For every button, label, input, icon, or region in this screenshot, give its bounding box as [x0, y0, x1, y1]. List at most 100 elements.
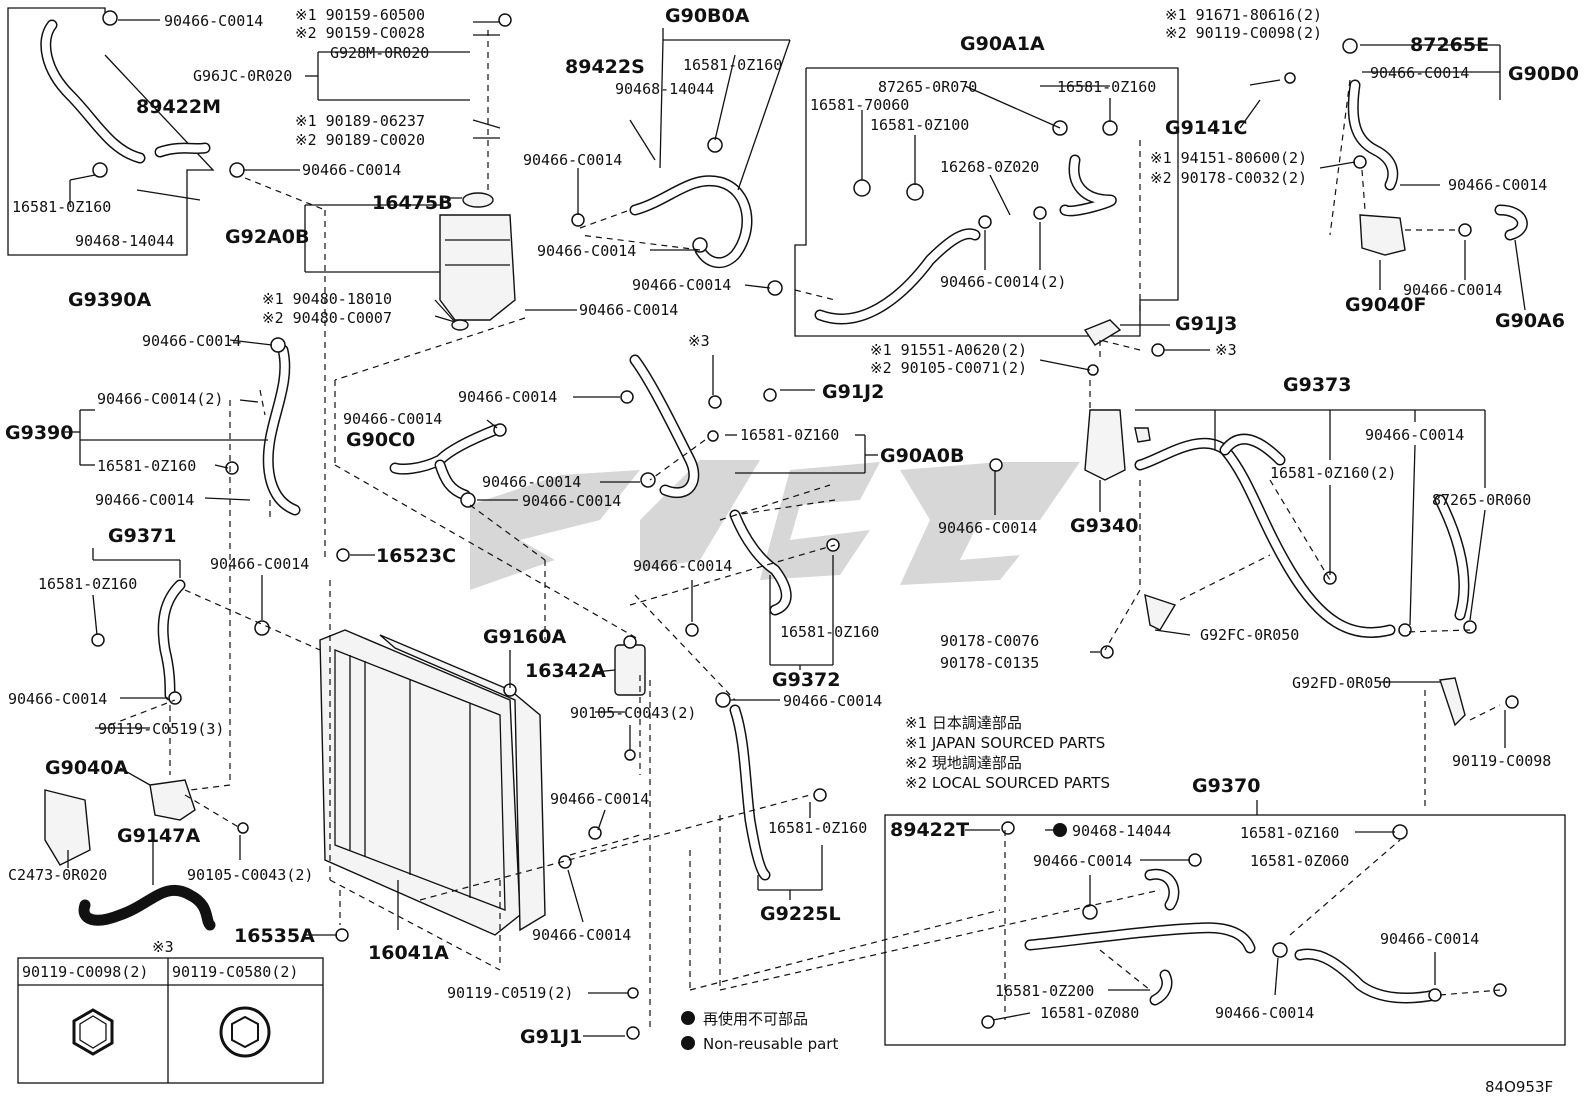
label-89422t: 89422T [890, 819, 969, 841]
label-16581-0z160-b: 16581-0Z160 [683, 56, 782, 74]
label-90468-14044-b: 90468-14044 [615, 80, 714, 98]
label-g9147a: G9147A [117, 825, 200, 847]
pump-g9040a [44, 779, 196, 866]
label-g9390a: G9390A [68, 289, 151, 311]
group-box-g9370 [884, 814, 1566, 1046]
label-16581-0z160-d: 16581-0Z160 [97, 457, 196, 475]
label-16581-0z200: 16581-0Z200 [995, 982, 1094, 1000]
label-90466-c0014-z: 90466-C0014 [1215, 1004, 1314, 1022]
label-90466-c0014-d: 90466-C0014 [523, 151, 622, 169]
label-90466-c0014-c: 90466-C0014 [579, 301, 678, 319]
label-90466-c0014-g: 90466-C0014 [1370, 64, 1469, 82]
label-90105-c0043-2-b: 90105-C0043(2) [187, 866, 313, 884]
leader-lines [65, 19, 1526, 1037]
label-90468-14044-a: 90468-14044 [75, 232, 174, 250]
label-g928m-0r020: G928M-0R020 [330, 44, 429, 62]
label-g9373: G9373 [1283, 374, 1351, 396]
label-90178-c0076: 90178-C0076 [940, 632, 1039, 650]
label-c2473-0r020: C2473-0R020 [8, 866, 107, 884]
bolt-table-marker: ※3 [152, 938, 174, 956]
label-90119-c0519-3: 90119-C0519(3) [98, 720, 224, 738]
label-90466-c0014-l: 90466-C0014 [458, 388, 557, 406]
part-labels: 90466-C0014 89422M 16581-0Z160 90468-140… [5, 5, 1579, 1048]
label-16581-0z080: 16581-0Z080 [1040, 1004, 1139, 1022]
label-90466-c0014-f: 90466-C0014 [632, 276, 731, 294]
label-90466-c0014-b: 90466-C0014 [302, 161, 401, 179]
label-90466-c0014-y: 90466-C0014 [1380, 930, 1479, 948]
bolt-table-content: ※3 90119-C0098(2) 90119-C0580(2) [22, 938, 298, 1058]
bracket-g92fd [1439, 677, 1466, 727]
label-90466-c0014-j: 90466-C0014 [142, 332, 241, 350]
label-90466-c0014-2-a: 90466-C0014(2) [940, 273, 1066, 291]
diagram-code: 84O953F [1485, 1078, 1553, 1096]
label-g90b0a: G90B0A [665, 5, 750, 27]
label-91671-80616: ※1 91671-80616(2) [1165, 6, 1322, 24]
nonreusable-dot-icon [1053, 823, 1067, 837]
label-16581-0z160-i: 16581-0Z160 [1240, 824, 1339, 842]
note-2-en: ※2 LOCAL SOURCED PARTS [905, 774, 1110, 792]
label-87265-0r060: 87265-0R060 [1432, 491, 1531, 509]
bolt-table [17, 957, 324, 1084]
label-16523c: 16523C [376, 545, 456, 567]
label-g96jc-0r020: G96JC-0R020 [193, 67, 292, 85]
label-16475b: 16475B [372, 192, 453, 214]
label-90466-c0014-h: 90466-C0014 [1448, 176, 1547, 194]
label-note3-a: ※3 [1215, 341, 1237, 359]
label-90466-c0014-w: 90466-C0014 [1033, 852, 1132, 870]
label-16581-0z160-a: 16581-0Z160 [12, 198, 111, 216]
label-g90a0b: G90A0B [880, 445, 964, 467]
notes: ※1 日本調達部品 ※1 JAPAN SOURCED PARTS ※2 現地調達… [681, 714, 1553, 1096]
label-g90c0: G90C0 [346, 429, 415, 451]
label-90466-c0014-2-b: 90466-C0014(2) [97, 390, 223, 408]
label-91551-a0620: ※1 91551-A0620(2) [870, 341, 1027, 359]
pump-g9040f [1359, 214, 1406, 256]
label-87265-0r070: 87265-0R070 [878, 78, 977, 96]
label-90480-c0007: ※2 90480-C0007 [262, 309, 392, 327]
label-16342a: 16342A [525, 660, 606, 682]
reservoir-tank [439, 192, 516, 331]
label-g92fd-0r050: G92FD-0R050 [1292, 674, 1391, 692]
label-90480-18010: ※1 90480-18010 [262, 290, 392, 308]
label-g9040a: G9040A [45, 757, 128, 779]
label-16581-0z160-e: 16581-0Z160 [740, 426, 839, 444]
label-90468-14044-c: 90468-14044 [1072, 822, 1171, 840]
label-89422s: 89422S [565, 56, 645, 78]
flange-bolt-icon [219, 1006, 271, 1058]
label-90189-c0020: ※2 90189-C0020 [295, 131, 425, 149]
label-g91j1: G91J1 [520, 1026, 582, 1048]
label-90466-c0014-i: 90466-C0014 [1403, 281, 1502, 299]
label-g9372: G9372 [772, 669, 840, 691]
label-g92a0b: G92A0B [225, 226, 309, 248]
note-2-jp: ※2 現地調達部品 [905, 754, 1022, 772]
label-16041a: 16041A [368, 942, 449, 964]
label-90178-c0032: ※2 90178-C0032(2) [1150, 169, 1307, 187]
label-g9225l: G9225L [760, 903, 841, 925]
clips [91, 10, 1519, 1040]
label-90119-c0519-2: 90119-C0519(2) [447, 984, 573, 1002]
label-16535a: 16535A [234, 925, 315, 947]
label-90466-c0014-e: 90466-C0014 [537, 242, 636, 260]
label-g9390: G9390 [5, 422, 73, 444]
water-valve-16342a [614, 635, 646, 696]
label-90466-c0014-n: 90466-C0014 [482, 473, 581, 491]
label-90466-c0014-t: 90466-C0014 [8, 690, 107, 708]
label-g9340: G9340 [1070, 515, 1138, 537]
bracket-g92fc [1144, 593, 1177, 631]
label-16581-0z100: 16581-0Z100 [870, 116, 969, 134]
label-90119-c0098-2: ※2 90119-C0098(2) [1165, 24, 1322, 42]
label-16581-0z060: 16581-0Z060 [1250, 852, 1349, 870]
label-g9370: G9370 [1192, 775, 1260, 797]
label-90466-c0014-u: 90466-C0014 [783, 692, 882, 710]
label-90105-c0043-2-a: 90105-C0043(2) [570, 704, 696, 722]
label-90105-c0071: ※2 90105-C0071(2) [870, 359, 1027, 377]
label-16581-0z160-2: 16581-0Z160(2) [1270, 464, 1396, 482]
bolt-table-col1: 90119-C0098(2) [22, 963, 148, 981]
nonreuse-en: Non-reusable part [703, 1035, 838, 1053]
label-g9160a: G9160A [483, 626, 566, 648]
label-90119-c0098: 90119-C0098 [1452, 752, 1551, 770]
label-90466-c0014-o: 90466-C0014 [522, 492, 621, 510]
valve-g9340 [1084, 409, 1151, 481]
label-note3-b: ※3 [688, 332, 710, 350]
